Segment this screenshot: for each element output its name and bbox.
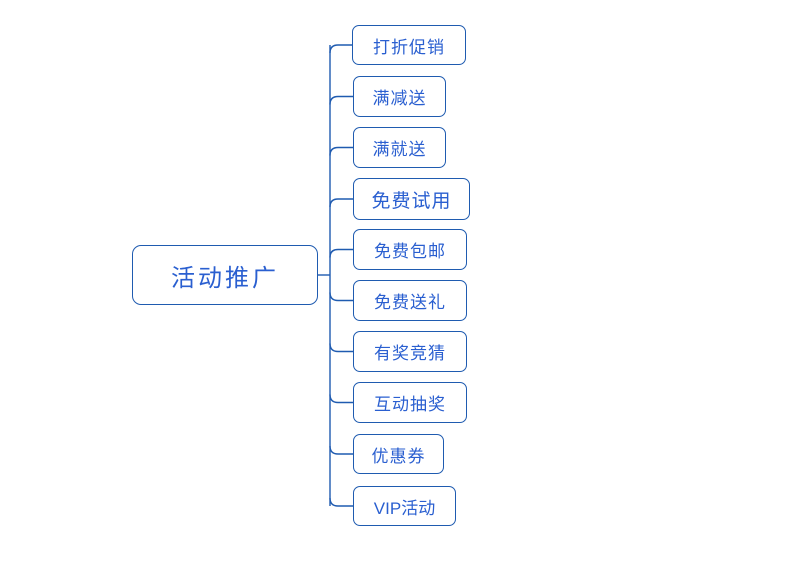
child-node[interactable]: 免费包邮 bbox=[353, 229, 467, 270]
child-node-label: 免费包邮 bbox=[374, 242, 446, 261]
child-node[interactable]: 免费试用 bbox=[353, 178, 470, 220]
child-connector bbox=[329, 445, 353, 455]
child-node-label: 互动抽奖 bbox=[374, 395, 446, 414]
child-connector bbox=[329, 394, 353, 404]
child-node-label: 打折促销 bbox=[373, 37, 445, 57]
child-node-label: 免费送礼 bbox=[374, 293, 446, 312]
child-connector bbox=[329, 95, 353, 105]
child-node-label: 优惠券 bbox=[371, 446, 426, 466]
root-node-label: 活动推广 bbox=[171, 264, 279, 292]
child-connector bbox=[329, 198, 353, 208]
child-connector bbox=[329, 146, 353, 156]
child-node[interactable]: 打折促销 bbox=[352, 25, 466, 65]
child-node-label: 满减送 bbox=[372, 89, 427, 108]
child-node-label: 免费试用 bbox=[371, 190, 452, 212]
child-node[interactable]: 有奖竞猜 bbox=[353, 331, 467, 372]
child-connector bbox=[329, 44, 352, 54]
child-node-label: 满就送 bbox=[372, 140, 427, 159]
child-node[interactable]: VIP活动 bbox=[353, 486, 456, 526]
child-connector bbox=[329, 248, 353, 258]
child-node[interactable]: 满减送 bbox=[353, 76, 446, 117]
child-connector bbox=[329, 343, 353, 353]
child-connector bbox=[329, 292, 353, 302]
root-node-activity-promotion[interactable]: 活动推广 bbox=[132, 245, 318, 305]
child-node[interactable]: 满就送 bbox=[353, 127, 446, 168]
child-node-label: VIP活动 bbox=[373, 498, 436, 518]
child-node[interactable]: 免费送礼 bbox=[353, 280, 467, 321]
child-node[interactable]: 互动抽奖 bbox=[353, 382, 467, 423]
child-connector bbox=[329, 497, 353, 507]
child-node-label: 有奖竞猜 bbox=[374, 344, 446, 363]
child-node[interactable]: 优惠券 bbox=[353, 434, 444, 474]
connector-path-group bbox=[318, 44, 353, 507]
